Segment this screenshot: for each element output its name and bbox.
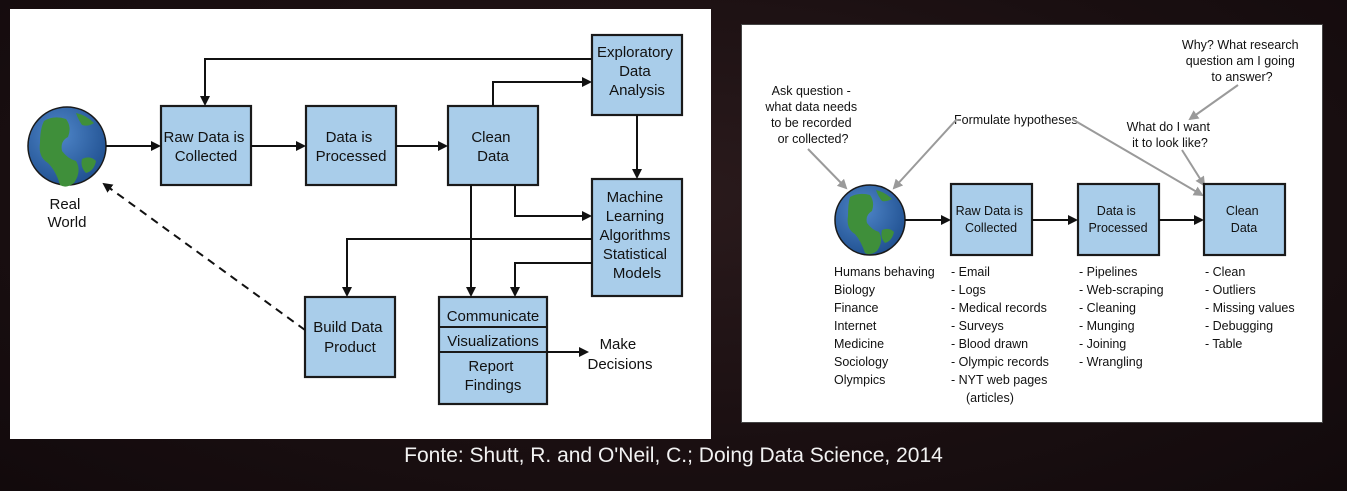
real-world-label: Real World — [48, 196, 87, 231]
why-question-note: Why? What research question am I going t… — [1182, 38, 1302, 84]
communicate-box — [437, 295, 549, 406]
visualizations-label: Visualizations — [447, 333, 538, 350]
communicate-label: Communicate — [447, 308, 540, 325]
ask-question-note: Ask question - what data needs to be rec… — [764, 84, 860, 146]
process-items-list: - Pipelines - Web-scraping - Cleaning - … — [1079, 265, 1167, 369]
arrow-eda-raw — [200, 58, 592, 106]
arrow-ml-build — [342, 238, 592, 297]
ml-box — [590, 177, 684, 298]
raw-data-label: Raw Data is Collected — [163, 129, 248, 165]
right-gray-arrows — [807, 84, 1239, 197]
arrow-formulate-clean — [1071, 118, 1204, 197]
report-findings-label: Report Findings — [465, 358, 522, 394]
formulate-hypotheses-note: Formulate hypotheses — [954, 113, 1078, 127]
raw-data-box — [159, 104, 253, 187]
globe-icon — [834, 184, 906, 256]
arrow-formulate-globe — [892, 118, 958, 190]
build-product-box — [303, 295, 397, 379]
clean-data-label: Clean Data — [1226, 204, 1262, 235]
source-caption: Fonte: Shutt, R. and O'Neil, C.; Doing D… — [404, 444, 943, 467]
left-diagram-panel: Real World Raw Data is Collected Data is… — [10, 9, 711, 439]
build-product-label: Build Data Product — [313, 319, 386, 356]
what-want-note: What do I want it to look like? — [1127, 120, 1214, 150]
arrow-build-world-dashed — [102, 182, 306, 331]
processed-label: Data is Processed — [1088, 204, 1147, 235]
processed-box — [1076, 182, 1161, 257]
left-arrows — [102, 58, 642, 357]
arrow-ask-globe — [807, 148, 848, 190]
right-diagram-panel: Ask question - what data needs to be rec… — [741, 24, 1323, 423]
clean-data-label: Clean Data — [471, 129, 514, 165]
arrow-ml-communicate — [510, 262, 592, 297]
processed-box — [304, 104, 398, 187]
right-diagram: Ask question - what data needs to be rec… — [764, 38, 1302, 405]
clean-data-box — [1202, 182, 1287, 257]
make-decisions-label: Make Decisions — [587, 336, 652, 373]
arrow-clean-eda — [492, 77, 592, 106]
sources-list: Humans behaving Biology Finance Internet… — [834, 265, 938, 387]
left-diagram: Real World Raw Data is Collected Data is… — [27, 33, 684, 406]
raw-items-list: - Email - Logs - Medical records - Surve… — [951, 265, 1052, 405]
clean-items-list: - Clean - Outliers - Missing values - De… — [1205, 265, 1298, 351]
arrow-clean-ml — [514, 185, 592, 221]
arrow-why-want — [1188, 84, 1239, 121]
ml-label: Machine Learning Algorithms Statistical … — [599, 189, 674, 282]
clean-data-box — [446, 104, 540, 187]
raw-data-box — [949, 182, 1034, 257]
raw-data-label: Raw Data is Collected — [956, 204, 1027, 235]
arrow-want-clean — [1181, 149, 1206, 187]
globe-icon — [27, 106, 107, 187]
processed-label: Data is Processed — [316, 129, 387, 165]
eda-label: Exploratory Data Analysis — [597, 44, 677, 99]
